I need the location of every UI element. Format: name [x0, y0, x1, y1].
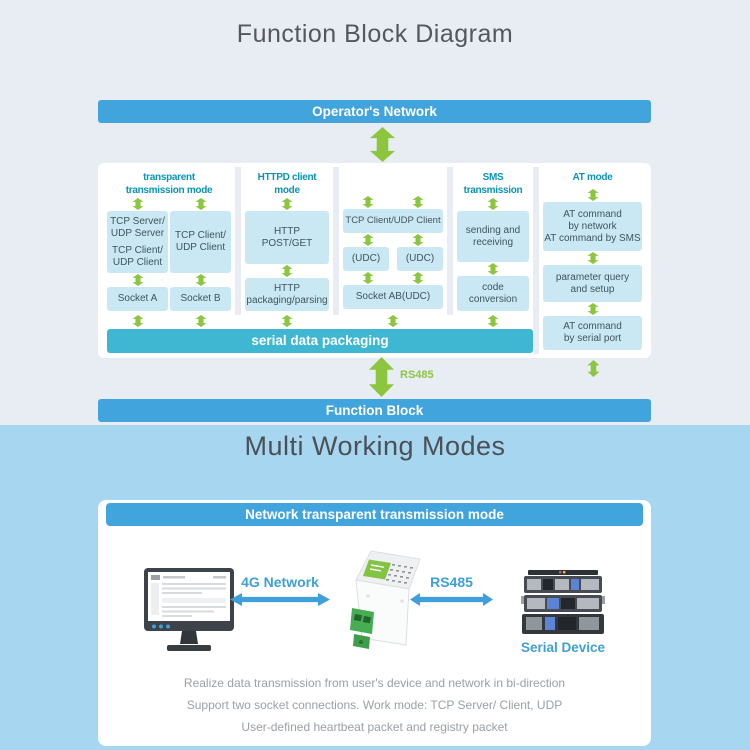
double-arrow-icon	[132, 315, 144, 327]
function-block-panel: transparent transmission mode TCP Server…	[98, 163, 651, 358]
rs485-device-icon	[350, 550, 421, 649]
double-arrow-icon	[586, 302, 599, 315]
left-right-arrow-icon	[230, 593, 330, 606]
column-httpd-client: HTTPD client mode HTTP POST/GET HTTP pac…	[241, 167, 333, 315]
column-sms-transmission: SMS transmission sending and receiving c…	[453, 167, 533, 315]
double-arrow-icon	[487, 198, 499, 210]
column-header: transparent transmission mode	[125, 172, 213, 196]
double-arrow-icon	[586, 189, 599, 202]
double-arrow-icon	[281, 198, 293, 210]
udc-left-box: (UDC)	[343, 247, 389, 271]
description-line: Support two socket connections. Work mod…	[186, 698, 563, 712]
double-arrow-icon	[362, 234, 374, 246]
udc-right-box: (UDC)	[397, 247, 443, 271]
column-transparent-transmission: transparent transmission mode TCP Server…	[103, 167, 235, 315]
double-arrow-icon	[362, 196, 374, 208]
double-arrow-icon	[281, 315, 293, 327]
double-arrow-icon	[487, 315, 499, 327]
double-arrow-icon	[412, 234, 424, 246]
description-line: User-defined heartbeat packet and regist…	[241, 720, 508, 734]
column-at-mode: AT mode AT command by network AT command…	[539, 167, 646, 354]
double-arrow-icon	[362, 272, 374, 284]
description-line: Realize data transmission from user's de…	[183, 676, 566, 690]
socket-b-box: Socket B	[170, 287, 231, 311]
tcp-client-box: TCP Client/ UDP Client	[170, 211, 231, 273]
section-title: Multi Working Modes	[244, 431, 506, 461]
divider	[533, 167, 539, 354]
tcp-server-client-box: TCP Server/ UDP Server TCP Client/ UDP C…	[107, 211, 168, 273]
at-command-network-box: AT command by network AT command by SMS	[543, 202, 642, 252]
http-post-get-box: HTTP POST/GET	[245, 211, 329, 265]
double-arrow-icon	[281, 265, 293, 278]
rs485-link-label: RS485	[430, 574, 473, 590]
double-arrow-icon	[194, 198, 207, 210]
working-mode-card: Network transparent transmission mode 4G…	[98, 500, 651, 746]
tcp-client-udp-client-box: TCP Client/UDP Client	[343, 209, 443, 233]
parameter-query-box: parameter query and setup	[543, 265, 642, 302]
column-header: HTTPD client mode	[257, 172, 317, 196]
column-header: SMS transmission	[463, 172, 523, 196]
double-arrow-icon	[587, 360, 600, 377]
sending-receiving-box: sending and receiving	[457, 211, 529, 263]
rs485-double-arrow-icon	[368, 357, 395, 397]
double-arrow-icon	[487, 263, 499, 276]
at-command-serial-box: AT command by serial port	[543, 315, 642, 350]
http-packaging-box: HTTP packaging/parsing	[245, 278, 329, 311]
4g-network-label: 4G Network	[241, 574, 319, 590]
socket-ab-udc-box: Socket AB(UDC)	[343, 285, 443, 309]
left-right-arrow-icon	[410, 593, 493, 606]
column-header: AT mode	[572, 172, 613, 183]
socket-a-box: Socket A	[107, 287, 168, 311]
multi-working-modes-section: Multi Working Modes Network transparent …	[0, 425, 750, 750]
function-block-bar: Function Block	[98, 399, 651, 422]
mode-description: Realize data transmission from user's de…	[98, 672, 651, 738]
page-title: Function Block Diagram	[236, 20, 514, 48]
mode-header-bar: Network transparent transmission mode	[106, 503, 643, 526]
divider	[447, 167, 453, 315]
double-arrow-icon	[412, 272, 424, 284]
double-arrow-icon	[412, 196, 424, 208]
code-conversion-box: code conversion	[457, 276, 529, 311]
column-udc: TCP Client/UDP Client (UDC) (UDC) Socket…	[339, 167, 447, 315]
serial-device-label: Serial Device	[520, 640, 606, 655]
server-icon	[521, 570, 605, 634]
double-arrow-icon	[194, 274, 207, 286]
operators-network-bar: Operator's Network	[98, 100, 651, 123]
double-arrow-icon	[387, 315, 399, 327]
computer-icon	[144, 568, 234, 651]
double-arrow-icon	[131, 198, 144, 210]
rs485-label: RS485	[400, 369, 434, 381]
double-arrow-icon	[369, 127, 396, 162]
double-arrow-icon	[586, 252, 599, 265]
divider	[333, 167, 339, 315]
double-arrow-icon	[131, 274, 144, 286]
divider	[235, 167, 241, 315]
double-arrow-icon	[195, 315, 207, 327]
serial-data-packaging-bar: serial data packaging	[107, 329, 533, 353]
